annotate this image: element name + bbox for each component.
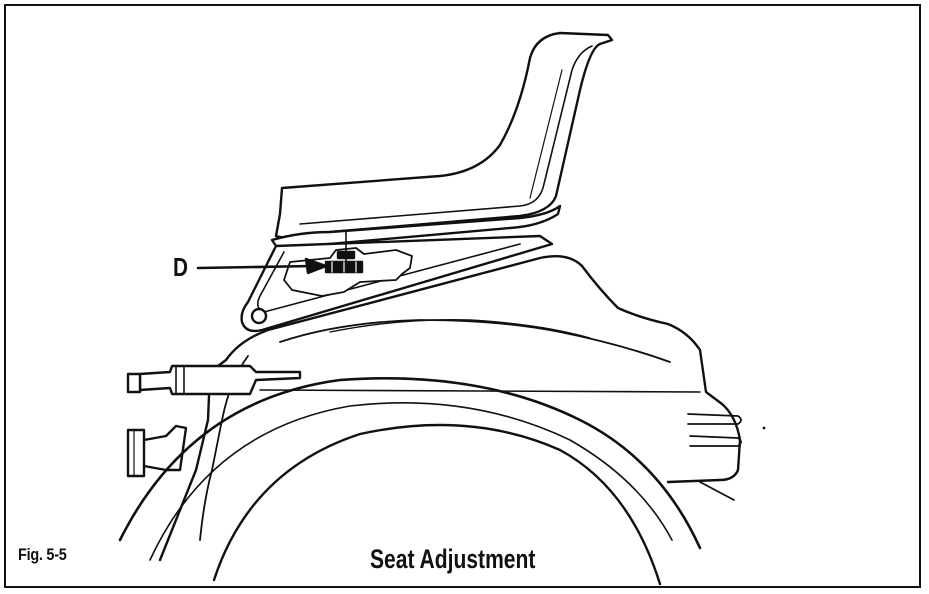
figure-caption: Seat Adjustment (370, 544, 536, 574)
control-rod (140, 366, 300, 394)
rear-wheel-tread (150, 403, 672, 560)
rod-end-cap (128, 374, 140, 392)
fender-side (260, 390, 700, 392)
rear-fender (268, 256, 740, 482)
knob-mount (144, 426, 186, 470)
callout-arrowhead (306, 259, 326, 273)
adjustment-knob (128, 430, 144, 476)
body-front (160, 330, 268, 560)
figure-frame (4, 4, 921, 588)
seat-contour-inner (530, 70, 562, 198)
fender-rail-2 (690, 436, 741, 446)
figure-number: Fig. 5-5 (18, 545, 67, 564)
seat-contour (300, 46, 592, 224)
callout-label-d: D (173, 252, 189, 282)
fender-rail-1 (688, 414, 741, 424)
fender-top-line (280, 320, 670, 362)
adjuster-bolt-head (338, 252, 354, 258)
callout-leader (198, 266, 312, 268)
wheel-edge-right (700, 482, 734, 500)
bracket-pivot-hole (252, 309, 266, 323)
seat-shell (276, 33, 612, 237)
rear-wheel-inner (214, 425, 660, 584)
rear-wheel-outer (120, 378, 700, 548)
fender-crease (330, 320, 590, 338)
